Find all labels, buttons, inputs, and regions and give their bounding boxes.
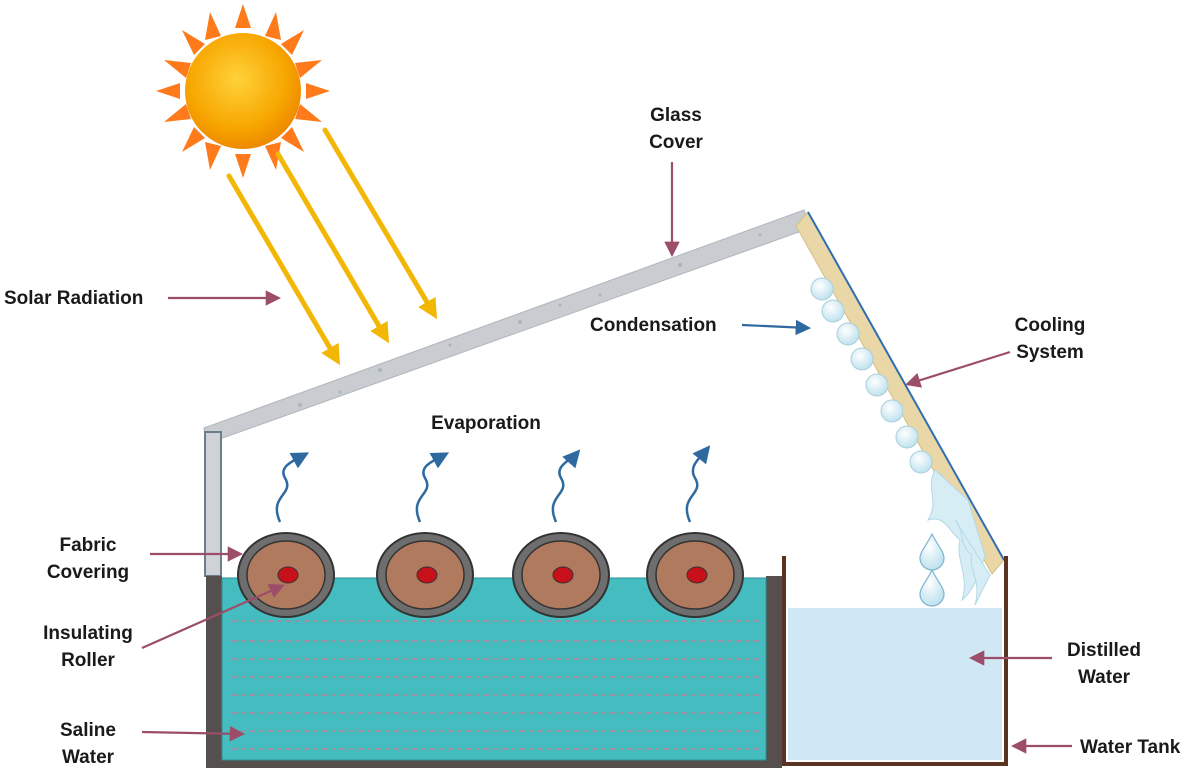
label-insulating-roller-line2: Roller xyxy=(61,650,115,671)
water-drop-icon xyxy=(919,532,945,607)
insulating-roller xyxy=(376,532,474,618)
insulating-roller xyxy=(512,532,610,618)
distilled-water-tank xyxy=(782,556,1008,766)
evaporation-arrows xyxy=(275,445,711,523)
diagram-labels: Glass Cover Solar Radiation Condensation… xyxy=(4,105,1181,768)
vapor-arrow xyxy=(415,452,450,523)
label-insulating-roller-line1: Insulating xyxy=(43,623,133,644)
sun-icon xyxy=(156,4,330,178)
label-solar-radiation: Solar Radiation xyxy=(4,288,143,309)
label-distilled-water-line1: Distilled xyxy=(1067,640,1141,661)
label-saline-water-line1: Saline xyxy=(60,720,116,741)
insulating-roller xyxy=(237,532,335,618)
label-cooling-system-line1: Cooling xyxy=(1015,315,1086,336)
water-runoff xyxy=(926,469,991,606)
saline-water-pointer xyxy=(141,726,246,742)
radiation-ray xyxy=(275,151,390,344)
label-glass-cover-line2: Cover xyxy=(649,132,703,153)
vapor-arrow xyxy=(551,449,581,523)
label-cooling-system-line2: System xyxy=(1016,342,1084,363)
radiation-ray xyxy=(322,127,438,320)
label-saline-water-line2: Water xyxy=(62,747,115,768)
radiation-ray xyxy=(226,173,341,366)
label-fabric-covering-line2: Covering xyxy=(47,562,129,583)
label-glass-cover-line1: Glass xyxy=(650,105,702,126)
label-evaporation: Evaporation xyxy=(431,413,541,434)
vapor-arrow xyxy=(685,445,711,523)
label-water-tank: Water Tank xyxy=(1080,737,1181,758)
vapor-arrow xyxy=(275,452,310,523)
condensation-droplets xyxy=(810,277,933,474)
label-fabric-covering-line1: Fabric xyxy=(59,535,116,556)
solar-radiation-rays xyxy=(226,127,438,366)
insulating-roller xyxy=(646,532,744,618)
insulating-rollers xyxy=(237,532,744,618)
cooling-system-pointer xyxy=(905,350,1011,388)
callout-arrows xyxy=(141,162,1072,754)
label-distilled-water-line2: Water xyxy=(1078,667,1131,688)
insulating-roller-pointer xyxy=(141,583,285,650)
condensation-pointer xyxy=(741,319,812,336)
glass-cover xyxy=(203,209,811,577)
label-condensation: Condensation xyxy=(590,315,717,336)
